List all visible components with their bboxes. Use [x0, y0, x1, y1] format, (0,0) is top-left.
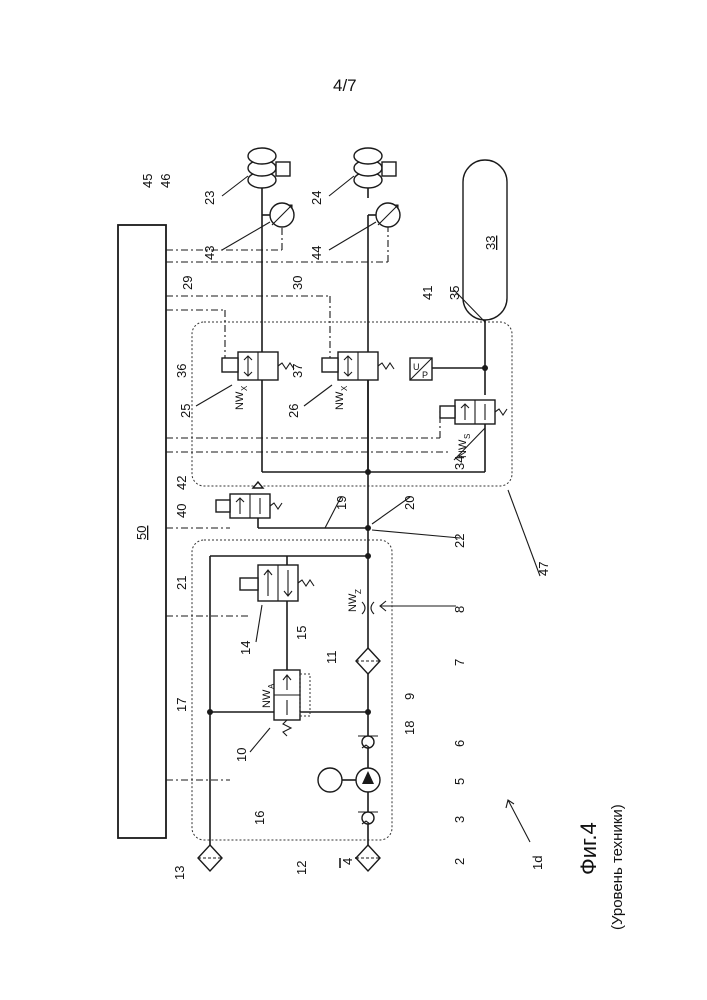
ref-41: 41: [420, 286, 435, 300]
ref-4: 4: [340, 858, 355, 865]
ref-3: 3: [452, 816, 467, 823]
ref-16: 16: [252, 811, 267, 825]
nw-z-label: NW: [347, 593, 359, 612]
reservoir-label: 33: [483, 236, 498, 250]
ref-11: 11: [324, 651, 339, 665]
ref-26: 26: [286, 404, 301, 418]
compressor-5: [356, 768, 380, 792]
figure-title: Фиг.4: [576, 822, 601, 875]
check-valve-6: [358, 736, 378, 748]
valve-26: [322, 352, 394, 380]
ref-29: 29: [180, 276, 195, 290]
ref-47: 47: [536, 562, 551, 576]
control-unit-50: 50: [118, 225, 166, 838]
control-unit-label: 50: [134, 526, 149, 540]
ref-10: 10: [234, 748, 249, 762]
ref-2: 2: [452, 858, 467, 865]
pressure-sensor-41: U P: [410, 358, 432, 380]
ref-6: 6: [452, 740, 467, 747]
ref-8: 8: [452, 606, 467, 613]
ref-15: 15: [294, 626, 309, 640]
ref-35: 35: [447, 286, 462, 300]
ref-37: 37: [290, 364, 305, 378]
ref-5: 5: [452, 778, 467, 785]
ref-13: 13: [172, 866, 187, 880]
nw-x2-label: NW: [334, 391, 346, 410]
valve-19: [216, 482, 282, 518]
ref-25: 25: [178, 404, 193, 418]
ref-44: 44: [309, 246, 324, 260]
system-arrow: 1d: [506, 800, 545, 870]
nw-x1-sub: X: [240, 385, 249, 391]
ref-24: 24: [309, 191, 324, 205]
ref-19: 19: [334, 496, 349, 510]
nw-z-sub: Z: [354, 589, 363, 594]
ref-23: 23: [202, 191, 217, 205]
ref-30: 30: [290, 276, 305, 290]
sensor-p-label: P: [422, 370, 428, 380]
ref-22: 22: [452, 534, 467, 548]
valve-25: [222, 352, 294, 380]
ref-9: 9: [402, 693, 417, 700]
nw-x2-sub: X: [340, 385, 349, 391]
reservoir-33: 33: [463, 160, 507, 320]
nw-a-label: NW: [261, 689, 273, 708]
ref-42: 42: [174, 476, 189, 490]
ref-43: 43: [202, 246, 217, 260]
system-label: 1d: [530, 856, 545, 870]
nw-s-sub: S: [463, 434, 472, 439]
valve-34: [440, 400, 507, 424]
figure-subtitle: (Уровень техники): [609, 804, 626, 930]
ref-36: 36: [174, 364, 189, 378]
air-spring-23: [248, 148, 290, 188]
ref-45: 45: [140, 174, 155, 188]
motor-4: [318, 768, 342, 792]
main-air-lines: [210, 188, 485, 868]
sensor-u-label: U: [413, 362, 420, 372]
ref-12: 12: [294, 861, 309, 875]
nw-x1-label: NW: [234, 391, 246, 410]
ref-14: 14: [238, 641, 253, 655]
nw-a-sub: A: [267, 683, 276, 689]
ref-46: 46: [158, 174, 173, 188]
ref-40: 40: [174, 504, 189, 518]
valve-10: [274, 670, 310, 736]
ref-21: 21: [174, 576, 189, 590]
ref-7: 7: [452, 659, 467, 666]
valve-14: [240, 565, 314, 601]
ref-18: 18: [402, 721, 417, 735]
air-spring-24: [354, 148, 396, 188]
check-valve-3: [358, 812, 378, 824]
ref-17: 17: [174, 698, 189, 712]
ref-34: 34: [452, 456, 467, 470]
